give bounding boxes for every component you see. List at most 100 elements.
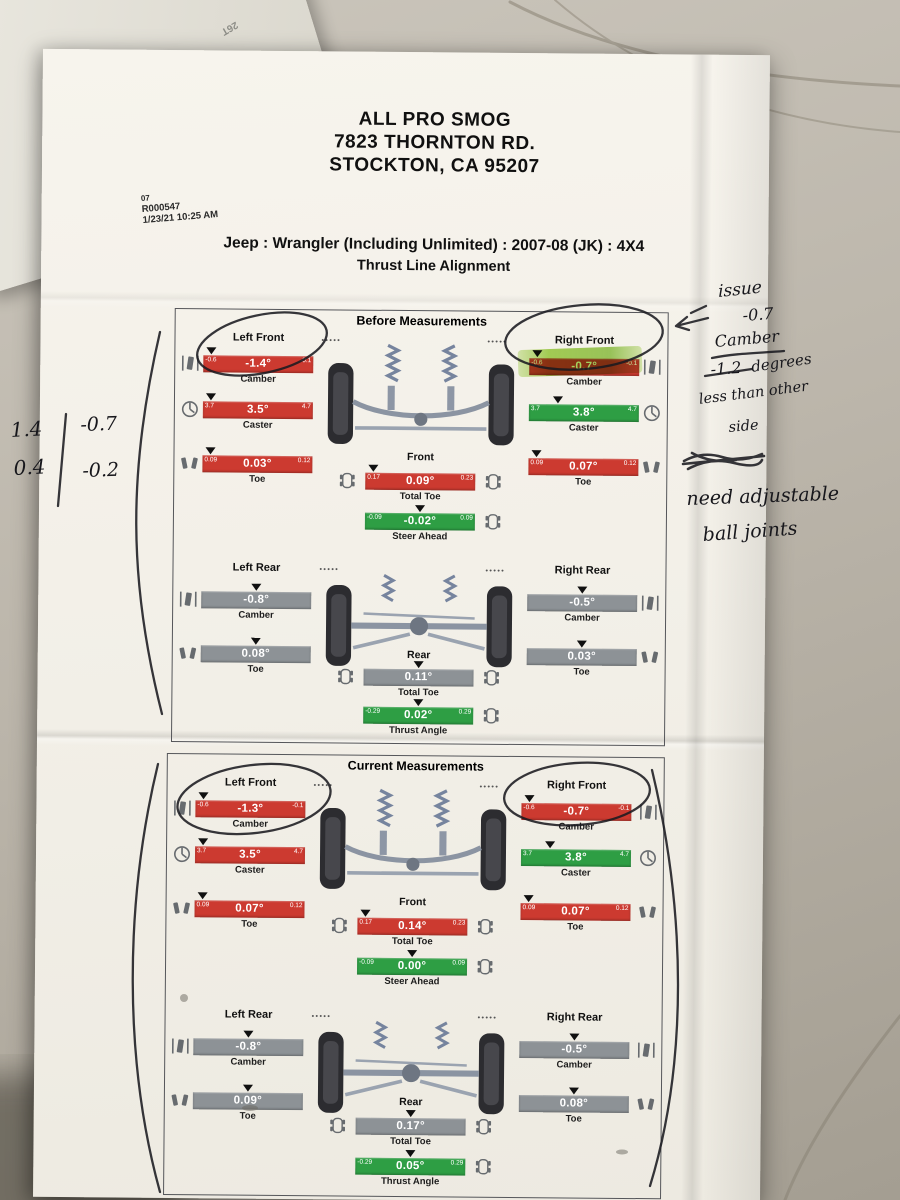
shop-header: ALL PRO SMOG 7823 THORNTON RD. STOCKTON,… [42,105,770,180]
bar-label: Camber [232,818,268,830]
spec-max: 0.12 [289,902,303,910]
pointer [405,1110,416,1123]
alignment-report-paper: ALL PRO SMOG 7823 THORNTON RD. STOCKTON,… [33,48,770,1200]
value: 3.8° [565,851,587,864]
before-right-rear-toe: 0.03° Toe [526,640,637,678]
spec-max: 0.23 [460,474,474,482]
pointer [545,841,556,854]
spec-max: 4.7 [301,403,311,411]
bar-label: Toe [575,476,592,488]
spec-min: -0.09 [359,958,374,966]
value: -0.7° [563,805,590,818]
pointer [553,396,564,409]
bar-label: Toe [573,666,590,678]
bar-label: Camber [556,1059,592,1071]
spec-max: -0.1 [292,802,304,810]
highlighter-mark [517,345,643,378]
bar-label: Camber [566,376,602,388]
front-suspension-graphic [317,783,510,907]
bar-label: Camber [564,612,600,624]
spec-min: 3.7 [530,405,540,413]
bar-label: Total Toe [390,1135,431,1148]
bar-label: Steer Ahead [392,530,448,543]
measure-bar: 0.03° [526,640,637,667]
right-rear-header: Right Rear [554,564,611,577]
pointer [413,699,424,712]
camber-icon [170,1036,190,1056]
measure-bar: -0.5° [519,1033,630,1060]
pointer [413,661,424,674]
right-front-header: Right Front [554,334,615,347]
before-left-front-camber: -0.6-1.4°-0.1 Camber [203,347,314,385]
right-front-header: Right Front [546,779,607,792]
toe-icon [171,898,191,918]
spec-max: 4.7 [293,848,304,856]
before-left-rear-camber: -0.8° Camber [201,583,312,621]
measure-bar: -0.8° [201,583,312,610]
spec-max: 0.12 [615,904,629,912]
report-meta: 07 R000547 1/23/21 10:25 AM [140,187,219,226]
car-top-view-icon [483,472,503,492]
bar-label: Caster [235,864,265,876]
car-top-view-icon [483,512,503,532]
spec-min: -0.6 [205,356,217,364]
vehicle-title: Jeep : Wrangler (Including Unlimited) : … [223,234,645,256]
handwritten-margin-note: 0.4 [13,454,47,480]
handwritten-note: -1.2 [710,357,743,379]
car-top-view-icon [335,666,355,686]
spec-max: 4.7 [627,405,637,414]
measure-bar: -0.09-0.02°0.09 [364,505,475,531]
pointer [577,586,588,599]
handwritten-note: side [728,417,760,436]
report-title: Thrust Line Alignment [356,257,511,275]
bar-label: Caster [242,419,273,431]
current-left-rear-toe: 0.09° Toe [192,1084,303,1122]
bar-label: Thrust Angle [380,1175,440,1188]
car-top-view-icon [328,1115,348,1135]
toe-icon [179,453,199,473]
value: 0.07° [235,902,264,915]
camber-icon [638,802,658,822]
current-measurements-panel: Current Measurements Left Front ••••• ••… [163,752,665,1200]
toe-icon [636,1094,656,1114]
handwritten-margin-note: -0.7 [80,412,118,436]
car-top-view-icon [481,706,501,726]
measure-bar: -0.8° [193,1030,304,1057]
toe-icon [178,643,198,663]
measure-bar: -0.6-1.4°-0.1 [203,347,314,374]
pointer [576,640,587,653]
left-rear-header: Left Rear [224,1008,273,1021]
spec-min: 3.7 [204,402,214,410]
measure-bar: 0.09° [192,1084,303,1111]
left-rear-header: Left Rear [232,561,281,574]
measure-bar: 0.11° [363,661,474,687]
bar-label: Thrust Angle [388,724,448,737]
car-top-view-icon [337,470,357,490]
front-suspension-graphic [324,338,517,462]
bar-label: Total Toe [397,686,439,699]
pointer [250,637,261,650]
value: 0.14° [398,919,427,933]
bar-label: Camber [230,1056,266,1068]
measure-bar: 0.08° [518,1087,629,1114]
spec-min: 0.09 [522,904,536,912]
bar-label: Toe [567,921,584,933]
measure-bar: -0.6-1.3°-0.1 [195,792,306,819]
camber-icon [642,357,662,377]
camber-icon [178,589,198,609]
spec-max: 0.12 [297,457,311,465]
front-label: Front [399,895,427,909]
